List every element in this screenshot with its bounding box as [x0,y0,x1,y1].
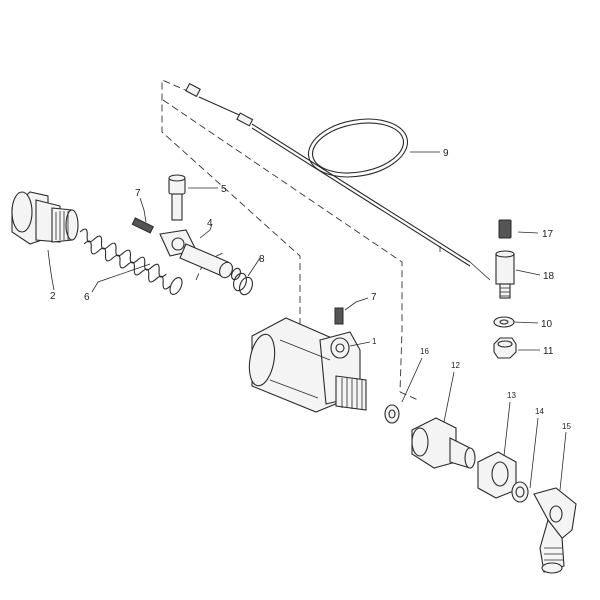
main-body-part-1 [248,317,367,413]
callout-7-lower: 7 [371,292,377,303]
callout-6: 6 [84,292,90,303]
control-cable-part [185,82,491,281]
adapter-part-12 [411,417,476,469]
nut-part-13 [477,451,517,499]
callout-13: 13 [507,391,516,400]
shaft-part-4 [159,229,242,281]
standoff-part-18 [495,250,515,299]
set-screw-part-7a [131,217,154,234]
callout-15: 15 [562,422,571,431]
fitting-part-2 [11,191,79,245]
callout-9: 9 [443,148,449,159]
seal-part-16 [384,404,400,424]
callout-4: 4 [207,218,213,229]
nut-part-11 [493,337,517,359]
phantom-guide-lines [161,79,419,401]
leader-lines [47,151,567,491]
set-screw-part-17 [498,219,512,239]
set-screw-part-7b [334,307,344,325]
ferrule-part-14 [511,481,529,503]
callout-17: 17 [542,229,554,240]
callout-2: 2 [50,291,56,302]
callout-16: 16 [420,347,429,356]
callout-labels: 2 6 7 5 4 8 9 17 18 10 11 7 1 16 12 13 1… [50,148,571,431]
callout-10: 10 [541,319,553,330]
callout-1: 1 [372,337,377,346]
spring-part [79,228,183,295]
callout-18: 18 [543,271,555,282]
washer-part-10 [493,316,515,328]
elbow-fitting-part-15 [533,487,577,574]
callout-11: 11 [543,346,554,357]
callout-5: 5 [221,184,227,195]
bolt-part-5 [168,174,186,221]
callout-7-upper: 7 [135,188,141,199]
washer-part-8 [233,272,253,296]
callout-12: 12 [451,361,460,370]
callout-14: 14 [535,407,544,416]
callout-8: 8 [259,254,265,265]
